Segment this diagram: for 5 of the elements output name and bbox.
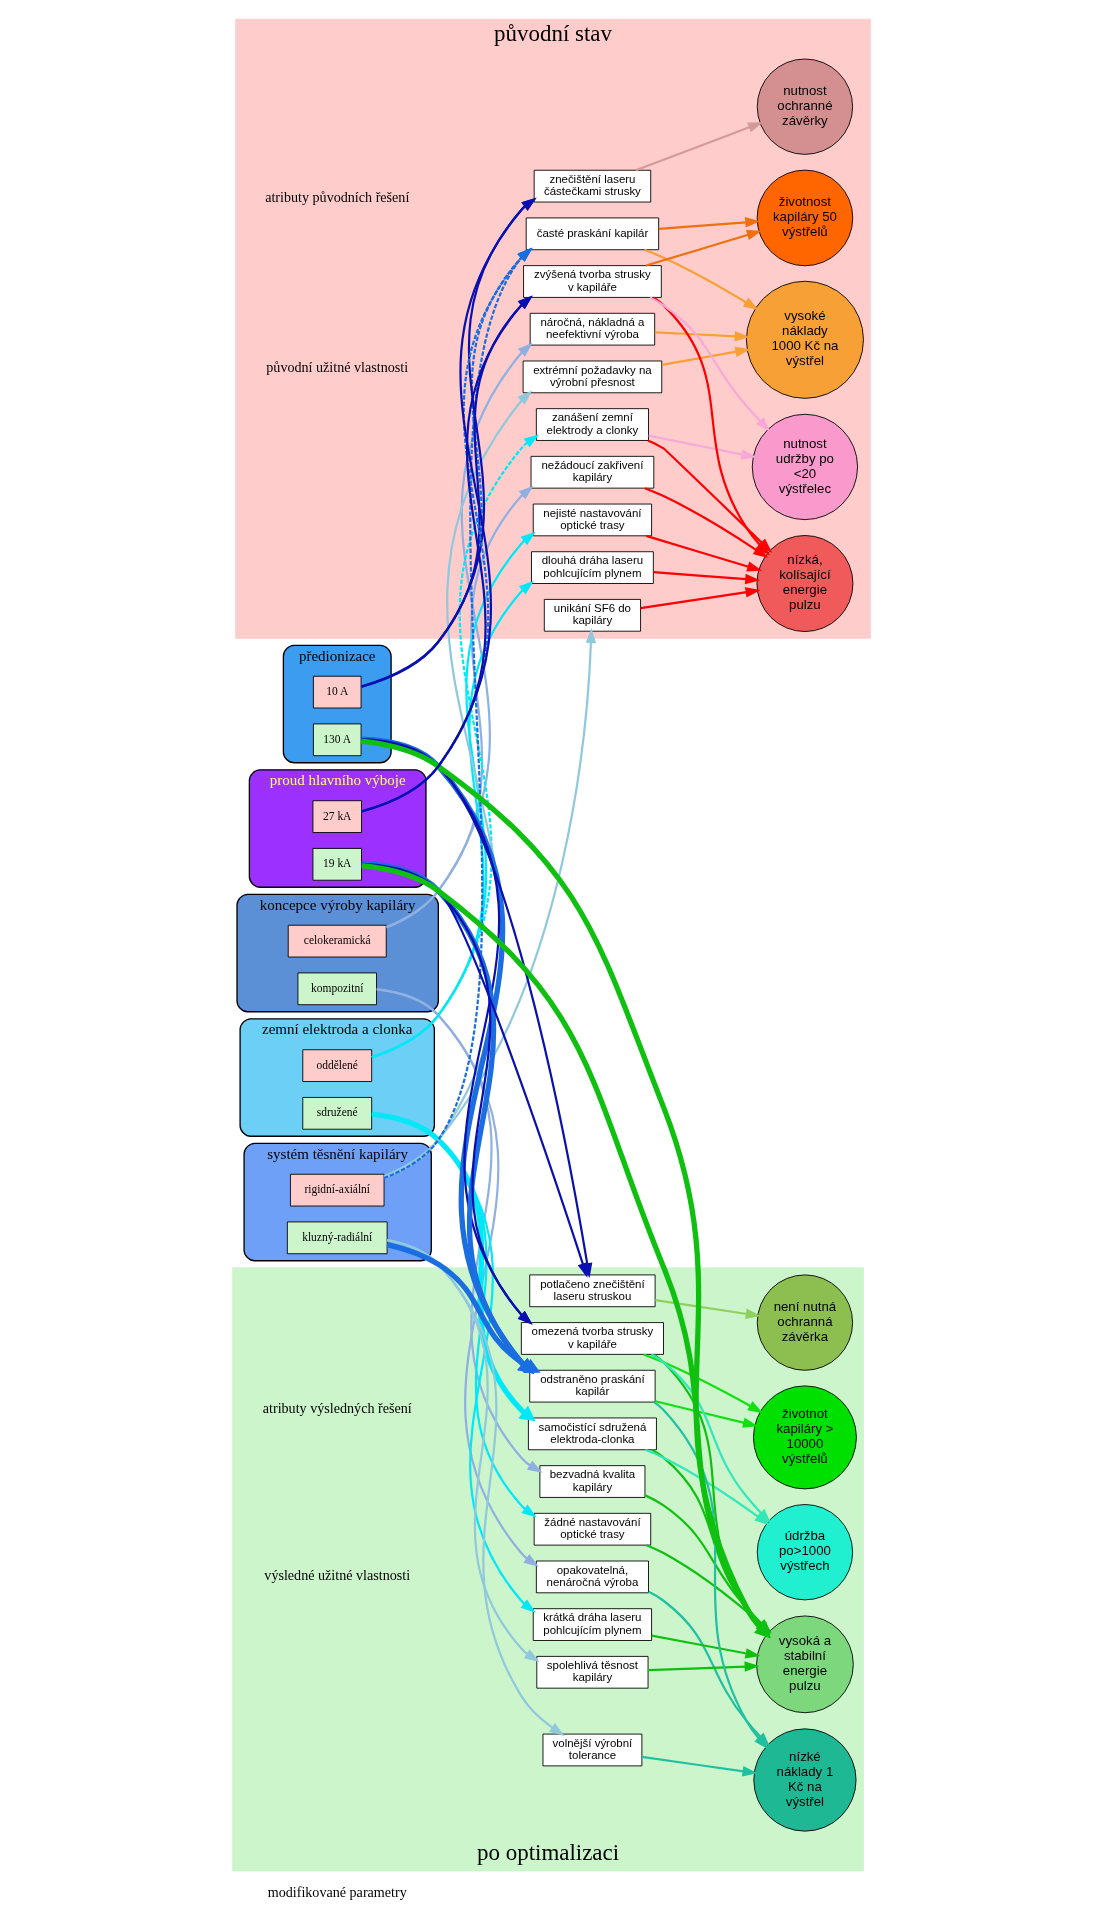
- label: atributy původních řešení: [264, 188, 409, 205]
- label: modifikované parametry: [267, 1884, 407, 1901]
- label: atributy výsledných řešení: [262, 1400, 412, 1417]
- label: původní užitné vlastnosti: [265, 359, 408, 376]
- label: výsledné užitné vlastnosti: [263, 1567, 410, 1584]
